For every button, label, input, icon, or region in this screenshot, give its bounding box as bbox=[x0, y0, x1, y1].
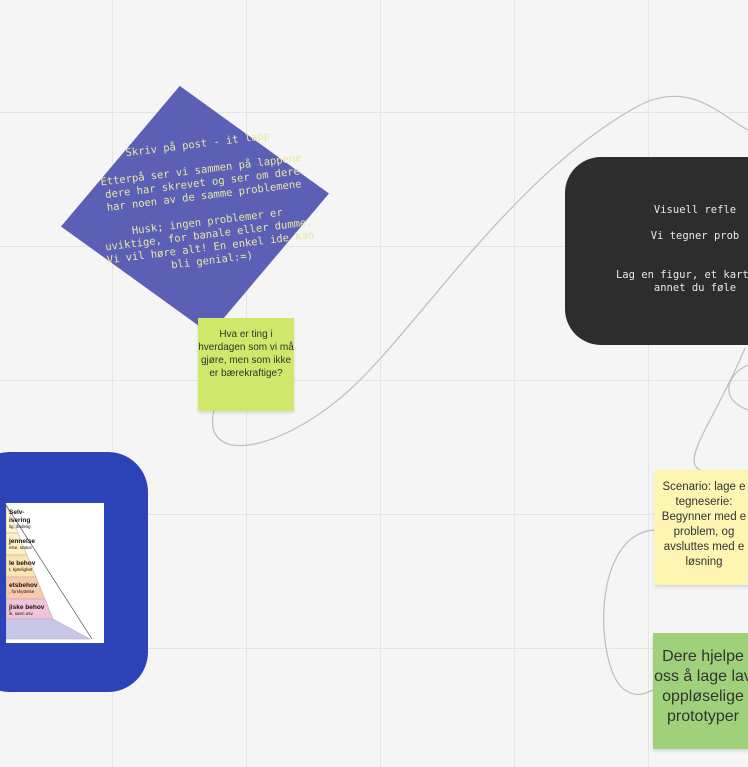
pyramid-level-3-sub: else, status bbox=[9, 545, 32, 550]
pyramid-level-2-label: isering bbox=[9, 517, 31, 524]
pyramid-level-4-sub: t, kjærlighet bbox=[9, 567, 33, 572]
sticky-note-question-text: Hva er ting i hverdagen som vi må gjøre,… bbox=[198, 329, 294, 379]
sticky-note-scenario[interactable]: Scenario: lage e tegneserie: Begynner me… bbox=[654, 470, 748, 585]
pyramid-level-5-label: etsbehov bbox=[9, 582, 38, 589]
pyramid-level-1-label: Selv- bbox=[9, 509, 25, 516]
sticky-note-question[interactable]: Hva er ting i hverdagen som vi må gjøre,… bbox=[198, 318, 294, 411]
connector-scenario-to-help bbox=[603, 529, 655, 695]
connector-dark-to-scenario bbox=[728, 364, 748, 411]
pyramid-graphic bbox=[5, 504, 93, 640]
pyramid-level-6-label: jiske behov bbox=[9, 604, 45, 611]
diamond-instruction-text: Skriv på post - it lapp Etterpå ser vi s… bbox=[99, 129, 315, 272]
dark-card-text: Visuell refle Vi tegner prob Lag en figu… bbox=[615, 204, 748, 294]
sticky-note-prototype[interactable]: Dere hjelpe oss å lage lav oppløselige p… bbox=[653, 633, 748, 749]
pyramid-level-3-label: jennelse bbox=[9, 538, 36, 545]
connector-dark-down bbox=[693, 347, 746, 471]
pyramid-level-2-sub: lig, åndelig bbox=[9, 524, 31, 529]
sticky-note-prototype-text: Dere hjelpe oss å lage lav oppløselige p… bbox=[654, 648, 748, 725]
pyramid-level-4-label: le behov bbox=[9, 560, 36, 567]
maslow-pyramid-image[interactable]: Selv- isering lig, åndelig jennelse else… bbox=[5, 503, 104, 643]
pyramid-level-6-sub: ik, søvn osv. bbox=[9, 611, 34, 616]
sticky-note-scenario-text: Scenario: lage e tegneserie: Begynner me… bbox=[661, 481, 747, 568]
pyramid-level-5-sub: , forskyttelse bbox=[9, 589, 35, 594]
dark-reflection-card[interactable] bbox=[565, 157, 748, 345]
